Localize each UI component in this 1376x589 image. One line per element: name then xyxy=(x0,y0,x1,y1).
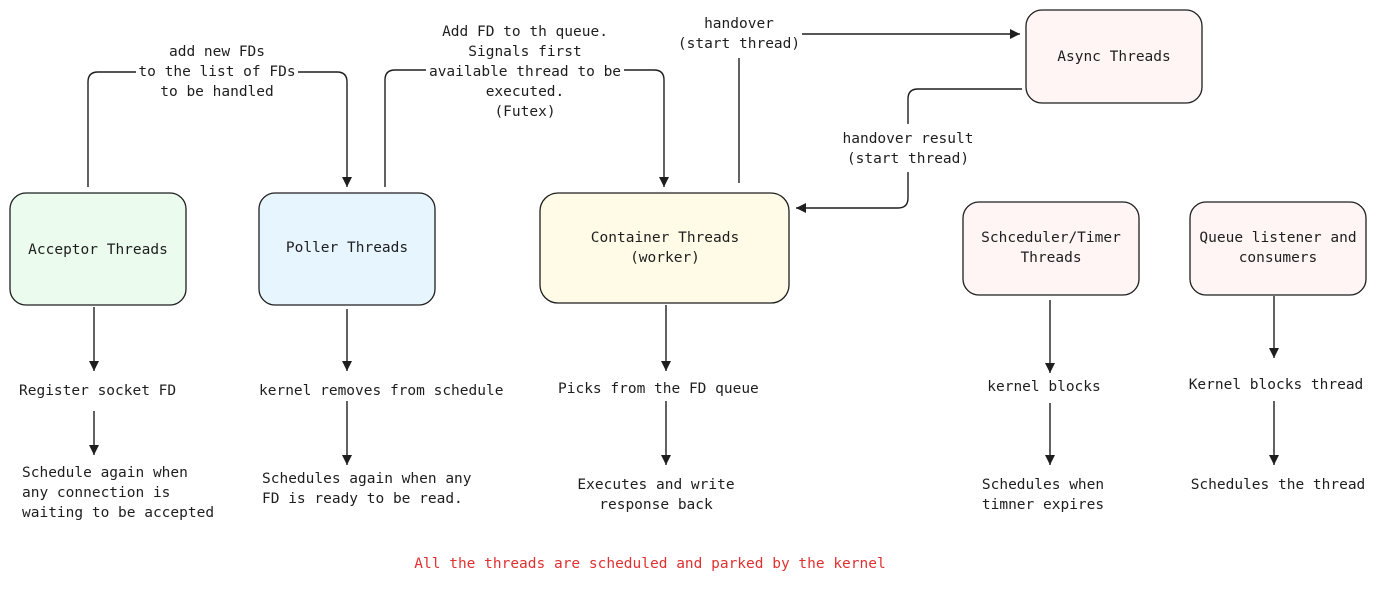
acceptor-step-schedule: Schedule again when any connection is wait… xyxy=(22,465,214,521)
text-line: (start thread) xyxy=(678,36,800,52)
text-line: Container Threads xyxy=(591,230,739,246)
footer-note: All the threads are scheduled and parked… xyxy=(414,556,885,572)
poller-step-schedules: Schedules again when any FD is ready to b… xyxy=(262,471,472,507)
async-threads-label: Async Threads xyxy=(1057,49,1171,65)
text-line: Register socket FD xyxy=(19,383,176,399)
acceptor-threads-label: Acceptor Threads xyxy=(28,242,168,258)
edge-label-add-fds: add new FDs to the list of FDs to be handl… xyxy=(138,44,295,100)
text-line: (worker) xyxy=(630,250,700,266)
acceptor-threads-box xyxy=(9,192,187,306)
text-line: add new FDs xyxy=(169,44,265,60)
text-line: response back xyxy=(599,497,713,513)
edge-label-handover: handover (start thread) xyxy=(678,16,800,52)
container-step-executes: Executes and write response back xyxy=(577,477,734,513)
text-line: consumers xyxy=(1239,250,1318,266)
poller-threads-box xyxy=(258,192,436,306)
text-line: Acceptor Threads xyxy=(28,242,168,258)
text-line: kernel removes from schedule xyxy=(259,383,503,399)
container-step-picks: Picks from the FD queue xyxy=(558,381,759,397)
text-line: Queue listener and xyxy=(1199,230,1356,246)
text-line: Schedules the thread xyxy=(1191,477,1366,493)
text-line: handover xyxy=(704,16,774,32)
queue-step-kernel-blocks: Kernel blocks thread xyxy=(1189,377,1364,393)
poller-step-kernel-removes: kernel removes from schedule xyxy=(259,383,503,399)
text-line: Schceduler/Timer xyxy=(981,230,1121,246)
text-line: (start thread) xyxy=(847,151,969,167)
text-line: handover result xyxy=(843,131,974,147)
queue-listener-label: Queue listener and consumers xyxy=(1199,230,1356,266)
queue-listener-box xyxy=(1189,201,1367,296)
scheduler-step-kernel-blocks: kernel blocks xyxy=(987,379,1101,395)
text-line: kernel blocks xyxy=(987,379,1101,395)
queue-step-schedules: Schedules the thread xyxy=(1191,477,1366,493)
text-line: (Futex) xyxy=(494,104,555,120)
text-line: timner expires xyxy=(982,497,1104,513)
edge-label-handover-result: handover result (start thread) xyxy=(843,131,974,167)
text-line: to the list of FDs xyxy=(138,64,295,80)
text-line: Schedules when xyxy=(982,477,1104,493)
acceptor-step-register: Register socket FD xyxy=(19,383,176,399)
text-line: Add FD to th queue. xyxy=(442,24,608,40)
container-threads-label: Container Threads (worker) xyxy=(591,230,739,266)
scheduler-timer-threads-box xyxy=(962,201,1140,296)
text-line: Poller Threads xyxy=(286,240,408,256)
container-threads-box xyxy=(539,192,790,304)
text-line: any connection is xyxy=(22,485,170,501)
text-line: Picks from the FD queue xyxy=(558,381,759,397)
text-line: to be handled xyxy=(160,84,274,100)
text-line: waiting to be accepted xyxy=(22,505,214,521)
text-line: executed. xyxy=(486,84,565,100)
text-line: Schedule again when xyxy=(22,465,188,481)
text-line: Async Threads xyxy=(1057,49,1171,65)
poller-threads-label: Poller Threads xyxy=(286,240,408,256)
text-line: Signals first xyxy=(468,44,582,60)
async-threads-box xyxy=(1025,9,1203,104)
text-line: Kernel blocks thread xyxy=(1189,377,1364,393)
edge-label-add-fd-queue: Add FD to th queue. Signals first availabl… xyxy=(429,24,621,120)
scheduler-step-schedules: Schedules when timner expires xyxy=(982,477,1104,513)
text-line: Executes and write xyxy=(577,477,734,493)
text-line: Threads xyxy=(1020,250,1081,266)
text-line: FD is ready to be read. xyxy=(262,491,463,507)
text-line: Schedules again when any xyxy=(262,471,472,487)
text-line: available thread to be xyxy=(429,64,621,80)
